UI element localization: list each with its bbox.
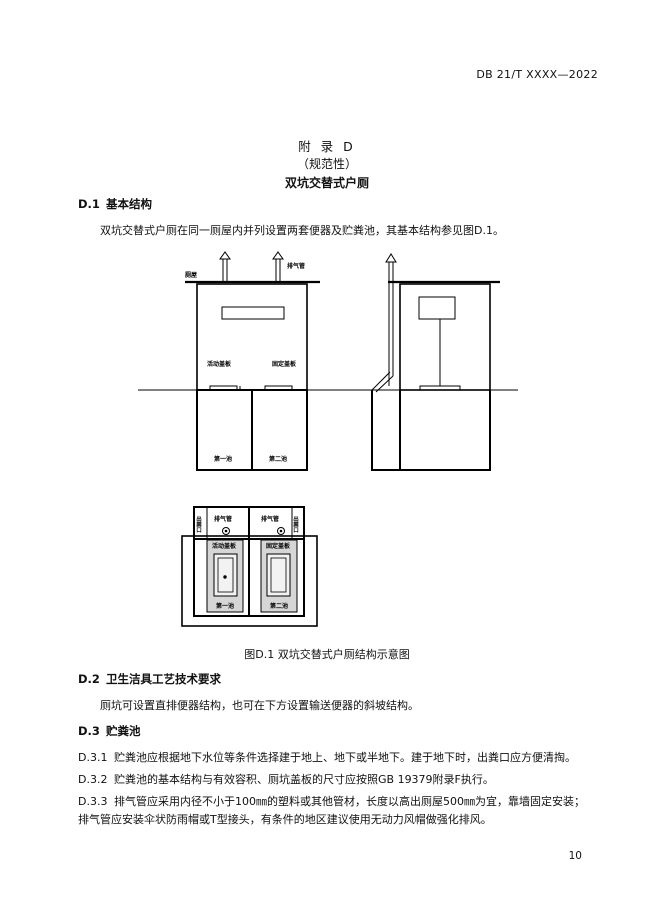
plan-pit1-label: 第一池 — [215, 602, 234, 610]
clause-number: D.3.3 — [78, 795, 108, 808]
vent-pipe-label: 排气管 — [287, 262, 305, 270]
vent-pipe-left — [219, 251, 231, 282]
clause-number: D.3.2 — [78, 773, 108, 786]
figure-caption: 图D.1 双坑交替式户厕结构示意图 — [244, 648, 410, 661]
fixed-cover-label: 固定盖板 — [272, 360, 297, 368]
movable-cover-label: 活动盖板 — [207, 360, 232, 368]
clause-text: 排气管应采用内径不小于100㎜的塑料或其他管材，长度以高出厕屋500㎜为宜，靠墙… — [114, 795, 585, 808]
section-number: D.3 — [78, 724, 100, 738]
clause-d31: D.3.1 贮粪池应根据地下水位等条件选择建于地上、地下或半地下。建于地下时，出粪… — [78, 749, 576, 765]
document-code: DB 21/T XXXX—2022 — [476, 68, 598, 81]
clause-text: 贮粪池应根据地下水位等条件选择建于地上、地下或半地下。建于地下时，出粪口应方便清… — [114, 751, 576, 764]
pit1-label: 第一池 — [213, 455, 232, 463]
section-title: 卫生洁具工艺技术要求 — [106, 672, 221, 686]
appendix-type: （规范性） — [296, 157, 357, 171]
section-d3-heading: D.3 贮粪池 — [78, 723, 141, 739]
appendix-title: 附 录 D — [298, 139, 356, 154]
clause-d33: D.3.3 排气管应采用内径不小于100㎜的塑料或其他管材，长度以高出厕屋500㎜… — [78, 793, 585, 809]
plan-vent-left-label: 排气管 — [214, 515, 232, 523]
plan-fixed-label: 固定盖板 — [266, 542, 291, 550]
section-d2-text: 厕坑可设置直排便器结构，也可在下方设置输送便器的斜坡结构。 — [100, 699, 419, 712]
plan-movable-label: 活动盖板 — [212, 542, 237, 550]
pit2-label: 第二池 — [268, 455, 287, 463]
outlet-left-label: 出粪口 — [195, 515, 202, 534]
page-number: 10 — [568, 850, 582, 862]
section-title: 贮粪池 — [106, 724, 141, 738]
section-number: D.2 — [78, 672, 100, 686]
clause-text: 贮粪池的基本结构与有效容积、厕坑盖板的尺寸应按照GB 19379附录F执行。 — [114, 773, 494, 786]
plan-view: 出粪口 出粪口 排气管 排气管 活动盖板 固定盖板 第一池 第二池 — [181, 506, 318, 627]
plan-vent-right-label: 排气管 — [261, 515, 279, 523]
clause-d32: D.3.2 贮粪池的基本结构与有效容积、厕坑盖板的尺寸应按照GB 19379附录F… — [78, 771, 494, 787]
outlet-right-label: 出粪口 — [292, 515, 299, 534]
section-d1-text: 双坑交替式户厕在同一厕屋内并列设置两套便器及贮粪池，其基本结构参见图D.1。 — [100, 224, 504, 237]
structure-diagram: 厕屋 排气管 活动盖板 固定盖板 第一池 第二池 — [138, 251, 518, 627]
plan-pit2-label: 第二池 — [269, 602, 288, 610]
section-d2-heading: D.2 卫生洁具工艺技术要求 — [78, 671, 221, 687]
vent-pipe-right — [272, 251, 284, 282]
clause-d33-continued: 排气管应安装伞状防雨帽或T型接头，有条件的地区建议使用无动力风帽做强化排风。 — [78, 813, 492, 826]
appendix-name: 双坑交替式户厕 — [284, 176, 369, 190]
section-title: 基本结构 — [106, 197, 152, 211]
front-elevation-view: 厕屋 排气管 活动盖板 固定盖板 第一池 第二池 — [138, 251, 345, 471]
section-d1-heading: D.1 基本结构 — [78, 196, 152, 212]
side-elevation-view — [345, 253, 518, 471]
roof-label: 厕屋 — [185, 271, 197, 279]
clause-number: D.3.1 — [78, 751, 108, 764]
section-number: D.1 — [78, 197, 100, 211]
